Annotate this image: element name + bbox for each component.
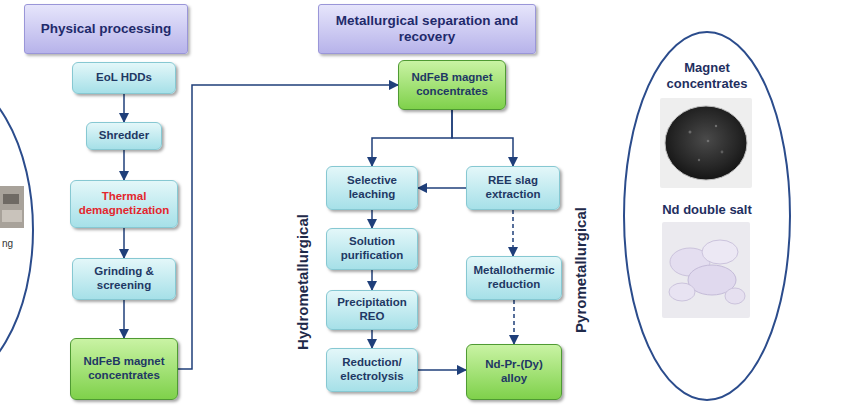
flow-arrow <box>123 300 125 338</box>
process-text: EoL HDDs <box>96 71 152 85</box>
sample-caption: Nd double salt <box>642 202 772 218</box>
cropped-text: ng <box>2 238 22 249</box>
sample-caption: Magnet concentrates <box>662 60 752 93</box>
product-box: NdFeB magnet concentrates <box>398 60 506 110</box>
process-box: Metallothermic reduction <box>466 256 562 300</box>
product-box: Nd-Pr-(Dy) alloy <box>466 344 562 400</box>
process-text: Solution purification <box>332 235 412 263</box>
process-text: Precipitation REO <box>332 296 412 324</box>
flow-arrow <box>123 150 125 180</box>
sample-oval: Magnet concentrates Nd double salt <box>622 30 792 402</box>
process-box: Precipitation REO <box>326 290 418 330</box>
product-box: NdFeB magnet concentrates <box>70 338 178 400</box>
flow-arrow <box>513 300 515 344</box>
process-box: Solution purification <box>326 228 418 270</box>
flow-arrow <box>371 270 373 290</box>
magnet-powder-photo <box>660 98 752 188</box>
product-text: NdFeB magnet concentrates <box>76 355 172 383</box>
flow-arrow <box>123 228 125 258</box>
flow-arrow <box>512 210 514 256</box>
flow-arrow <box>418 187 466 189</box>
product-text: NdFeB magnet concentrates <box>404 71 500 99</box>
source-oval: ng <box>0 70 35 390</box>
process-box: Shredder <box>86 122 162 150</box>
process-box: Grinding & screening <box>72 258 176 300</box>
oval-outline <box>0 70 35 390</box>
process-text: Shredder <box>99 129 150 143</box>
process-box: Thermal demagnetization <box>70 180 178 228</box>
recycling-photo <box>0 186 24 228</box>
section-header: Physical processing <box>24 4 188 54</box>
double-salt-photo <box>662 222 750 318</box>
oval-outline <box>0 72 33 388</box>
process-text: Reduction/ electrolysis <box>332 356 412 384</box>
header-text: Physical processing <box>41 21 172 37</box>
section-header: Metallurgical separation and recovery <box>318 4 536 54</box>
flow-arrow <box>371 330 373 348</box>
process-text: REE slag extraction <box>472 174 554 202</box>
flow-arrow <box>371 210 373 228</box>
flow-arrow <box>418 369 466 371</box>
process-text: Metallothermic reduction <box>472 264 556 292</box>
route-label: Hydrometallurgical <box>294 214 311 350</box>
process-box: Selective leaching <box>326 166 418 210</box>
process-box: Reduction/ electrolysis <box>326 348 418 392</box>
process-text: Selective leaching <box>332 174 412 202</box>
process-box: REE slag extraction <box>466 166 560 210</box>
product-text: Nd-Pr-(Dy) alloy <box>472 358 556 386</box>
route-label: Pyrometallurgical <box>572 207 589 333</box>
flow-arrow <box>123 94 125 122</box>
header-text: Metallurgical separation and recovery <box>324 13 530 45</box>
oval-outline <box>624 32 790 400</box>
process-text: Grinding & screening <box>78 265 170 293</box>
process-box: EoL HDDs <box>72 62 176 94</box>
flow-arrow <box>372 110 452 166</box>
process-text: Thermal demagnetization <box>76 190 172 218</box>
flow-arrow <box>452 110 513 166</box>
